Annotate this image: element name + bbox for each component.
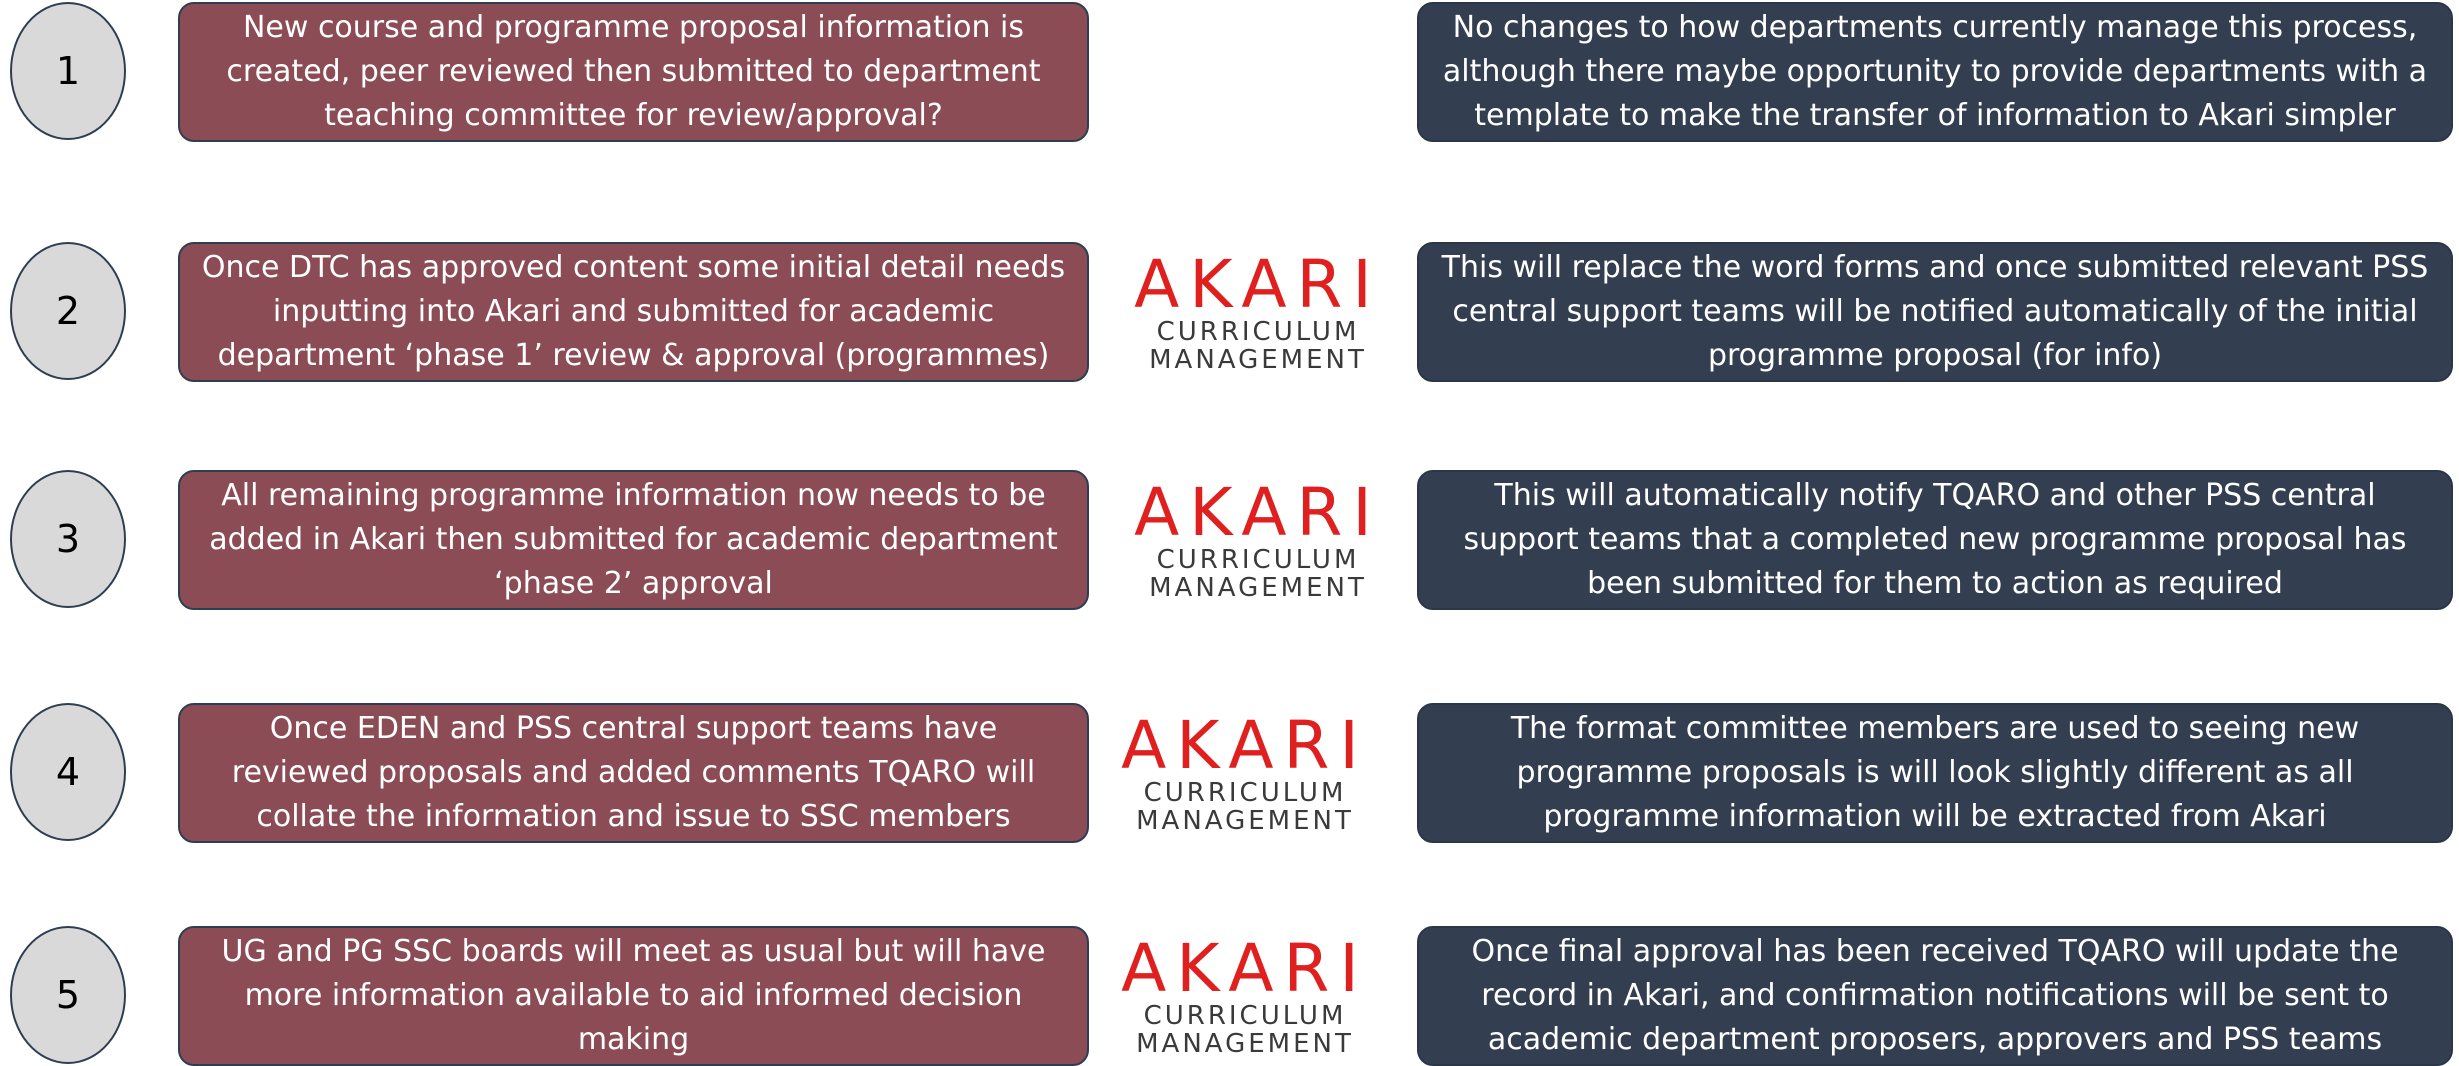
- akari-logo-line2: MANAGEMENT: [1149, 345, 1367, 375]
- step-number-circle: 3: [10, 470, 126, 608]
- step-impact-box: The format committee members are used to…: [1417, 703, 2453, 843]
- step-row-2: 2 Once DTC has approved content some ini…: [0, 242, 2459, 382]
- step-number-circle: 1: [10, 2, 126, 140]
- step-impact-box: Once final approval has been received TQ…: [1417, 926, 2453, 1066]
- akari-logo: AKARI CURRICULUM MANAGEMENT: [1114, 936, 1376, 1060]
- akari-logo: AKARI CURRICULUM MANAGEMENT: [1127, 480, 1389, 604]
- akari-logo-line1: CURRICULUM: [1143, 778, 1347, 808]
- step-impact-box: This will automatically notify TQARO and…: [1417, 470, 2453, 610]
- step-number-circle: 4: [10, 703, 126, 841]
- akari-logo-line1: CURRICULUM: [1156, 545, 1360, 575]
- akari-logo-word: AKARI: [1134, 246, 1382, 323]
- step-impact-box: No changes to how departments currently …: [1417, 2, 2453, 142]
- step-row-4: 4 Once EDEN and PSS central support team…: [0, 703, 2459, 843]
- akari-logo-line1: CURRICULUM: [1143, 1001, 1347, 1031]
- akari-logo-line2: MANAGEMENT: [1149, 573, 1367, 603]
- step-row-5: 5 UG and PG SSC boards will meet as usua…: [0, 926, 2459, 1066]
- akari-logo: AKARI CURRICULUM MANAGEMENT: [1127, 252, 1389, 376]
- akari-logo: AKARI CURRICULUM MANAGEMENT: [1114, 713, 1376, 837]
- akari-logo-line1: CURRICULUM: [1156, 317, 1360, 347]
- step-number-circle: 2: [10, 242, 126, 380]
- step-description-box: UG and PG SSC boards will meet as usual …: [178, 926, 1089, 1066]
- step-description-box: New course and programme proposal inform…: [178, 2, 1089, 142]
- akari-logo-line2: MANAGEMENT: [1136, 806, 1354, 836]
- step-description-box: Once DTC has approved content some initi…: [178, 242, 1089, 382]
- akari-logo-word: AKARI: [1121, 707, 1369, 784]
- step-description-box: Once EDEN and PSS central support teams …: [178, 703, 1089, 843]
- akari-logo-word: AKARI: [1121, 930, 1369, 1007]
- step-description-box: All remaining programme information now …: [178, 470, 1089, 610]
- akari-logo-word: AKARI: [1134, 474, 1382, 551]
- step-number-circle: 5: [10, 926, 126, 1064]
- step-row-1: 1 New course and programme proposal info…: [0, 2, 2459, 142]
- akari-logo-line2: MANAGEMENT: [1136, 1029, 1354, 1059]
- step-impact-box: This will replace the word forms and onc…: [1417, 242, 2453, 382]
- step-row-3: 3 All remaining programme information no…: [0, 470, 2459, 610]
